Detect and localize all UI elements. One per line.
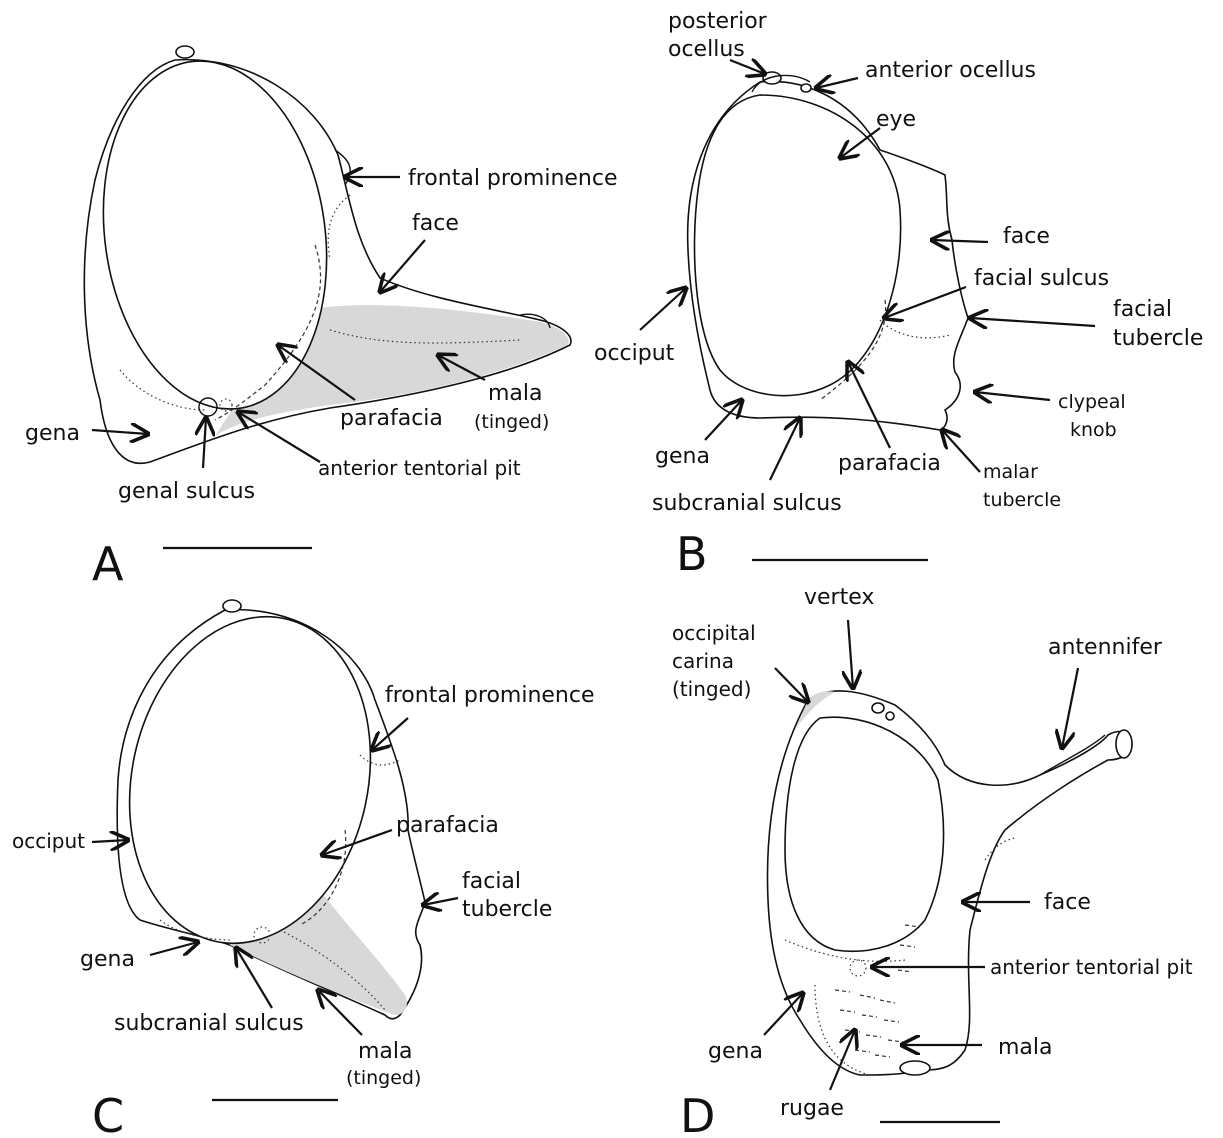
panel-d-label-occipital-carina-3: (tinged) bbox=[672, 677, 751, 701]
panel-b-arrow-anterior-ocellus bbox=[816, 78, 858, 88]
panel-b-label-clypeal-knob-1: clypeal bbox=[1058, 391, 1126, 413]
panel-b-arrow-facial-tubercle bbox=[970, 318, 1095, 326]
panel-c-label-occiput: occiput bbox=[12, 829, 85, 853]
panel-b-label-occiput: occiput bbox=[594, 341, 675, 366]
panel-c-label-frontal-prominence: frontal prominence bbox=[385, 683, 595, 708]
panel-b-arrow-malar-tubercle bbox=[942, 430, 980, 472]
panel-d-arrow-vertex bbox=[848, 620, 853, 688]
panel-b-arrow-occiput bbox=[640, 288, 686, 330]
panel-d-label-gena: gena bbox=[708, 1039, 763, 1064]
panel-d-ocellus bbox=[872, 703, 884, 713]
panel-b-label-facial-sulcus: facial sulcus bbox=[974, 266, 1109, 291]
panel-d: vertex occipital carina (tinged) antenni… bbox=[672, 585, 1193, 1138]
panel-b-posterior-ocellus bbox=[763, 72, 781, 84]
panel-d-eye bbox=[785, 717, 944, 951]
panel-b: posterior ocellus anterior ocellus eye f… bbox=[594, 9, 1203, 581]
panel-c-label-mala-note: (tinged) bbox=[346, 1067, 421, 1089]
panel-a-label-anterior-tentorial-pit: anterior tentorial pit bbox=[318, 456, 521, 480]
panel-b-arrow-subcranial bbox=[770, 418, 800, 480]
panel-b-arrow-clypeal-knob bbox=[975, 392, 1050, 400]
panel-a-label-gena: gena bbox=[25, 421, 80, 446]
panel-d-label-mala: mala bbox=[998, 1035, 1053, 1060]
panel-b-label-posterior-ocellus-1: posterior bbox=[668, 9, 768, 34]
panel-a-ocellus bbox=[176, 46, 194, 58]
panel-b-label-facial-tubercle-1: facial bbox=[1113, 297, 1172, 322]
panel-a-label-mala-note: (tinged) bbox=[474, 411, 549, 433]
panel-b-label-clypeal-knob-2: knob bbox=[1070, 419, 1117, 441]
panel-a-arrow-face bbox=[380, 240, 425, 292]
panel-b-label-gena: gena bbox=[655, 444, 710, 469]
panel-c-label-facial-tubercle-2: tubercle bbox=[462, 897, 552, 922]
panel-d-label-rugae: rugae bbox=[780, 1096, 844, 1121]
panel-b-label-parafacia: parafacia bbox=[838, 451, 941, 476]
panel-a-label-mala: mala bbox=[488, 381, 543, 406]
panel-c-ocellus bbox=[223, 600, 241, 612]
panel-b-label-malar-tubercle-2: tubercle bbox=[983, 489, 1061, 511]
panel-c-arrow-gena bbox=[150, 942, 198, 955]
panel-a-label-parafacia: parafacia bbox=[340, 406, 443, 431]
panel-c: frontal prominence parafacia occiput fac… bbox=[12, 594, 595, 1138]
panel-d-antennifer-tip bbox=[1116, 730, 1132, 758]
panel-c-label-facial-tubercle-1: facial bbox=[462, 869, 521, 894]
panel-d-letter: D bbox=[680, 1089, 715, 1138]
panel-a-label-frontal-prominence: frontal prominence bbox=[408, 166, 618, 191]
panel-c-label-mala: mala bbox=[358, 1039, 413, 1064]
panel-d-label-occipital-carina-2: carina bbox=[672, 649, 734, 673]
panel-b-label-facial-tubercle-2: tubercle bbox=[1113, 326, 1203, 351]
panel-c-letter: C bbox=[92, 1089, 124, 1138]
panel-d-label-face: face bbox=[1044, 890, 1091, 915]
panel-a-label-face: face bbox=[412, 211, 459, 236]
panel-b-label-anterior-ocellus: anterior ocellus bbox=[865, 58, 1036, 83]
panel-c-arrow-facial-tubercle bbox=[423, 898, 458, 905]
panel-d-arrow-antennifer bbox=[1062, 668, 1078, 748]
panel-c-label-subcranial-sulcus: subcranial sulcus bbox=[114, 1011, 304, 1036]
panel-b-letter: B bbox=[676, 527, 708, 581]
panel-b-label-malar-tubercle-1: malar bbox=[983, 461, 1038, 483]
panel-c-label-gena: gena bbox=[80, 947, 135, 972]
panel-d-ocellus-2 bbox=[886, 712, 894, 720]
panel-c-label-parafacia: parafacia bbox=[396, 813, 499, 838]
panel-a-label-genal-sulcus: genal sulcus bbox=[118, 479, 255, 504]
panel-d-label-vertex: vertex bbox=[804, 585, 874, 610]
panel-b-label-posterior-ocellus-2: ocellus bbox=[668, 37, 745, 62]
panel-d-arrow-carina bbox=[775, 668, 808, 702]
panel-b-label-eye: eye bbox=[876, 107, 916, 132]
panel-a-letter: A bbox=[92, 537, 124, 591]
panel-b-label-face: face bbox=[1003, 224, 1050, 249]
panel-b-label-subcranial-sulcus: subcranial sulcus bbox=[652, 491, 842, 516]
panel-a: frontal prominence face mala (tinged) pa… bbox=[25, 46, 618, 591]
panel-d-label-anterior-tentorial-pit: anterior tentorial pit bbox=[990, 955, 1193, 979]
panel-d-mala-tip bbox=[900, 1061, 930, 1075]
panel-d-label-antennifer: antennifer bbox=[1048, 635, 1163, 660]
panel-b-anterior-ocellus bbox=[801, 84, 811, 92]
panel-b-arrow-posterior-ocellus bbox=[730, 60, 765, 74]
panel-d-label-occipital-carina-1: occipital bbox=[672, 621, 756, 645]
